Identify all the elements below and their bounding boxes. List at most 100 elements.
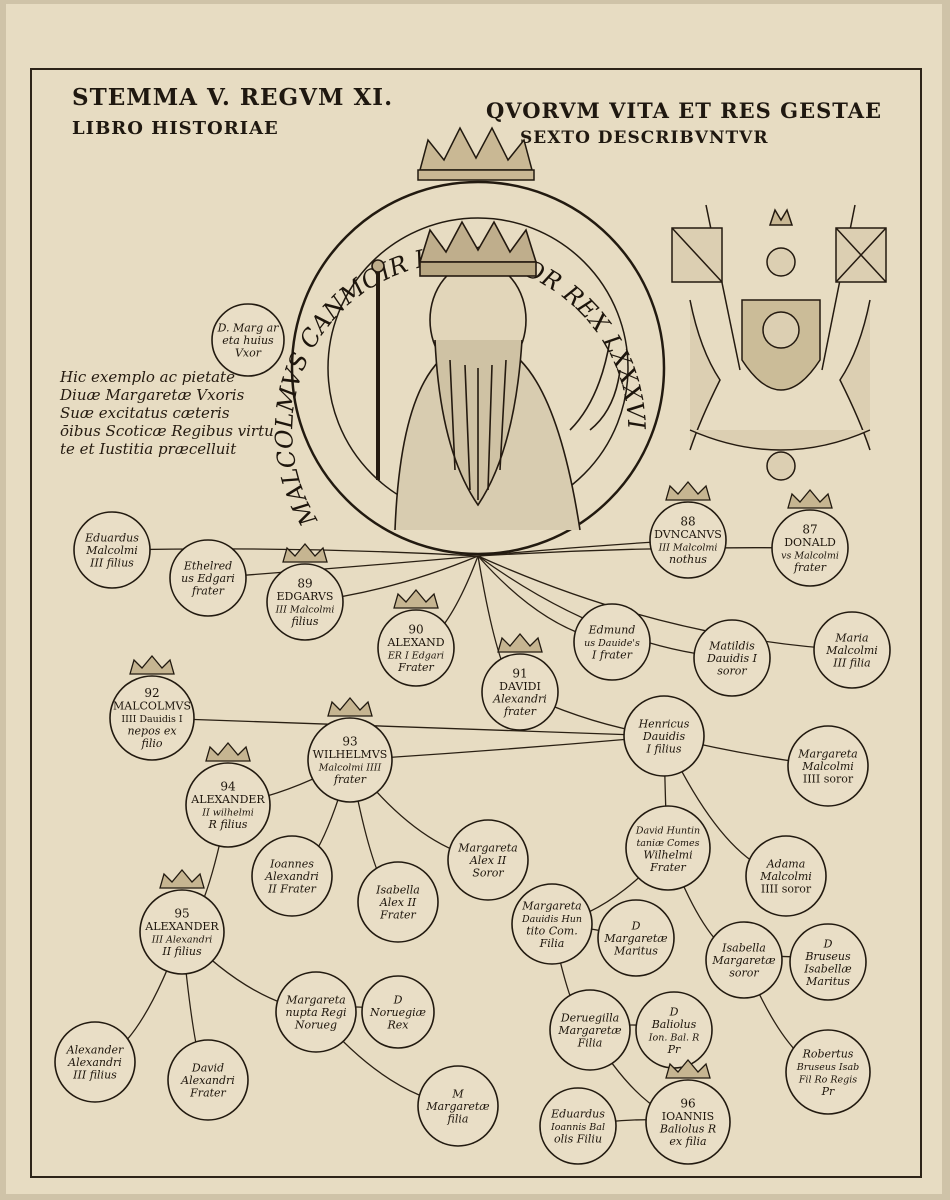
- crown-icon: [205, 741, 251, 762]
- reign-number: 88: [680, 514, 695, 528]
- node-circle: [511, 883, 593, 965]
- note-line: Hic exemplo ac pietate: [60, 368, 235, 386]
- node-circle: [549, 989, 631, 1071]
- node-circle: [251, 835, 333, 917]
- node-label-line: Maria: [834, 632, 868, 645]
- page-frame: [30, 68, 922, 1178]
- node-label-line: Bruseus Isab: [796, 1062, 860, 1073]
- reign-number: 91: [512, 666, 527, 680]
- node-label-line: ALEXANDER: [144, 920, 219, 933]
- node-label-line: IIII Dauidis I: [121, 714, 182, 725]
- node-label-line: Ion. Bal. R: [648, 1032, 700, 1043]
- node-circle: [693, 619, 771, 697]
- node-label-line: IIII soror: [761, 883, 812, 896]
- node-label-line: Robertus: [802, 1047, 854, 1060]
- node-label-line: Frater: [649, 861, 686, 874]
- reign-number: 90: [408, 622, 423, 636]
- node-label-line: Malcolmi: [85, 544, 138, 557]
- connector-line: [477, 555, 853, 651]
- reign-number: 94: [220, 779, 236, 793]
- reign-number: 87: [802, 522, 817, 536]
- crown-icon: [282, 542, 328, 563]
- node-label-line: MALCOLMVS: [113, 700, 191, 713]
- crown-icon: [159, 868, 205, 889]
- node-circle: [185, 762, 271, 848]
- node-label-line: Noruegiæ: [369, 1006, 426, 1019]
- node-label-line: R filius: [208, 818, 248, 831]
- node-label-line: EDGARVS: [277, 590, 334, 603]
- node-label-line: ex filia: [669, 1135, 706, 1148]
- node-circle: [573, 603, 651, 681]
- node-label-line: Deruegilla: [560, 1012, 619, 1025]
- node-label-line: David: [191, 1062, 224, 1075]
- node-label-line: tito Com.: [526, 924, 577, 937]
- node-label-line: Alexander: [66, 1044, 124, 1057]
- node-label-line: Norueg: [294, 1019, 337, 1032]
- node-circle: [73, 511, 151, 589]
- crown-icon: [327, 696, 373, 717]
- connector-line: [151, 717, 665, 737]
- node-label-line: Edmund: [588, 624, 636, 637]
- margin-note: Hic exemplo ac pietate Diuæ Margaretæ Vx…: [60, 368, 300, 458]
- node-label-line: Margaretæ: [711, 954, 775, 967]
- node-label-line: Malcolmi IIII: [318, 762, 382, 773]
- node-label-line: eta huius: [222, 334, 274, 347]
- node-label-line: Matildis: [708, 640, 755, 653]
- crown-icon: [393, 588, 439, 609]
- node-label-line: III Malcolmi: [658, 542, 718, 553]
- node-circle: [623, 695, 705, 777]
- node-label-line: DAVIDI: [499, 680, 541, 693]
- node-circle: [597, 899, 675, 977]
- reign-number: 92: [144, 686, 159, 700]
- node-label-line: Margareta: [285, 994, 345, 1007]
- node-label-line: DVNCANVS: [654, 528, 722, 541]
- node-label-line: David Huntin: [635, 825, 700, 836]
- node-label-line: Alex II: [469, 854, 507, 867]
- connector-line: [349, 735, 665, 761]
- node-label-line: nothus: [669, 553, 707, 566]
- node-label-line: I frater: [591, 649, 633, 662]
- node-label-line: soror: [717, 665, 747, 678]
- node-label-line: D: [669, 1005, 679, 1018]
- coat-of-arms-icon: [671, 204, 887, 481]
- node-label-line: ALEXANDER: [190, 793, 265, 806]
- node-label-line: Pr: [821, 1085, 835, 1098]
- node-label-line: vs Malcolmi: [781, 550, 839, 561]
- node-label-line: Fil Ro Regis: [798, 1074, 857, 1085]
- node-label-line: soror: [729, 967, 759, 980]
- node-label-line: Vxor: [235, 347, 262, 360]
- node-label-line: filius: [290, 615, 318, 628]
- node-label-line: II Frater: [267, 883, 317, 896]
- node-label-line: Alex II: [379, 896, 417, 909]
- reign-number: 95: [174, 906, 189, 920]
- node-circle: [785, 1029, 871, 1115]
- node-label-line: us Dauide's: [584, 638, 640, 649]
- node-label-line: Margareta: [797, 748, 857, 761]
- node-label-line: Isabellæ: [803, 962, 851, 975]
- node-label-line: III Alexandri: [151, 934, 213, 945]
- node-label-line: taniæ Comes: [636, 838, 699, 849]
- node-label-line: nupta Regi: [285, 1006, 346, 1019]
- node-label-line: olis Filiu: [554, 1133, 602, 1146]
- reign-number: 96: [680, 1096, 695, 1110]
- connector-line: [111, 548, 479, 557]
- king-portrait: [371, 220, 621, 531]
- node-label-line: I filius: [646, 743, 682, 756]
- note-line: Diuæ Margaretæ Vxoris: [60, 386, 245, 404]
- node-label-line: Rex: [387, 1019, 410, 1032]
- node-circle: [167, 1039, 249, 1121]
- node-label-line: Alexandri: [67, 1056, 122, 1069]
- reign-number: 93: [342, 734, 357, 748]
